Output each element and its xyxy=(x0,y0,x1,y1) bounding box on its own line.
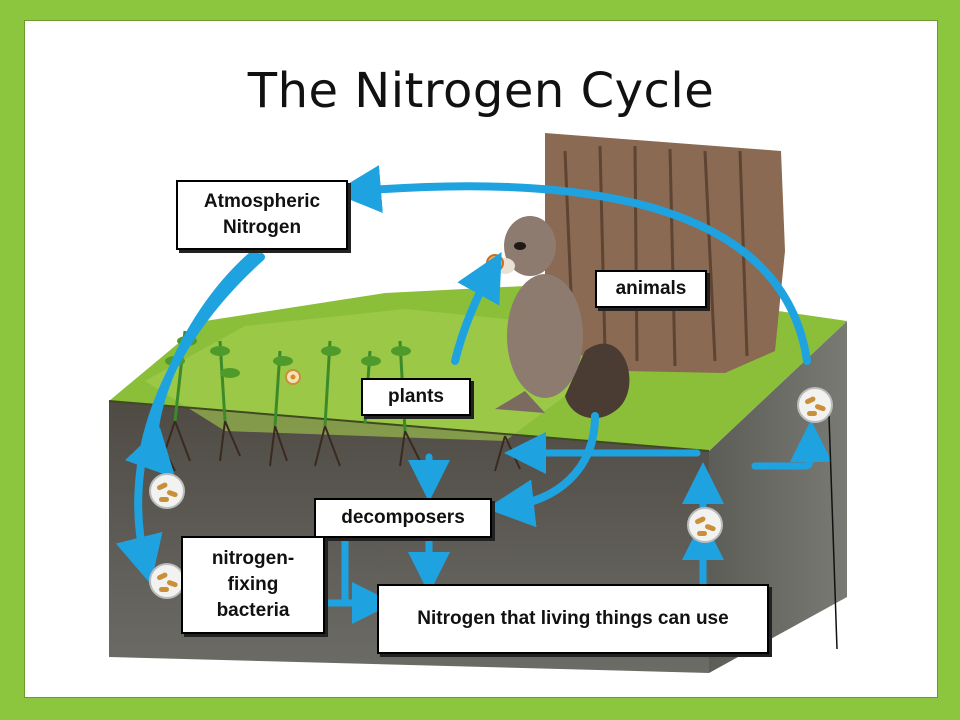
label-plants: plants xyxy=(361,378,471,416)
plant-leaves xyxy=(165,336,411,378)
bacteria-icon xyxy=(687,507,723,543)
slide: The Nitrogen Cycle xyxy=(24,20,938,698)
plant-roots xyxy=(163,420,521,472)
label-decomposers: decomposers xyxy=(314,498,492,538)
bacteria-icon xyxy=(149,563,185,599)
label-animals: animals xyxy=(595,270,707,308)
arrow-animals-to-decomposers xyxy=(486,412,599,528)
arrow-up-right xyxy=(751,420,832,470)
page-title: The Nitrogen Cycle xyxy=(247,63,715,119)
label-atmospheric-nitrogen: Atmospheric Nitrogen xyxy=(176,180,348,250)
arrow-atmosphere-to-bacteria xyxy=(115,253,265,585)
bacteria-icon xyxy=(797,387,833,423)
label-usable-nitrogen: Nitrogen that living things can use xyxy=(377,584,769,654)
label-nitrogen-fixing-bacteria: nitrogen-fixing bacteria xyxy=(181,536,325,634)
pointer-line xyxy=(828,415,838,650)
cycle-arrows xyxy=(115,165,832,624)
arrow-plants-to-animals xyxy=(451,252,502,365)
flower-icon xyxy=(285,369,301,385)
arrow-to-atmosphere xyxy=(333,165,811,365)
bacteria-icon xyxy=(149,473,185,509)
